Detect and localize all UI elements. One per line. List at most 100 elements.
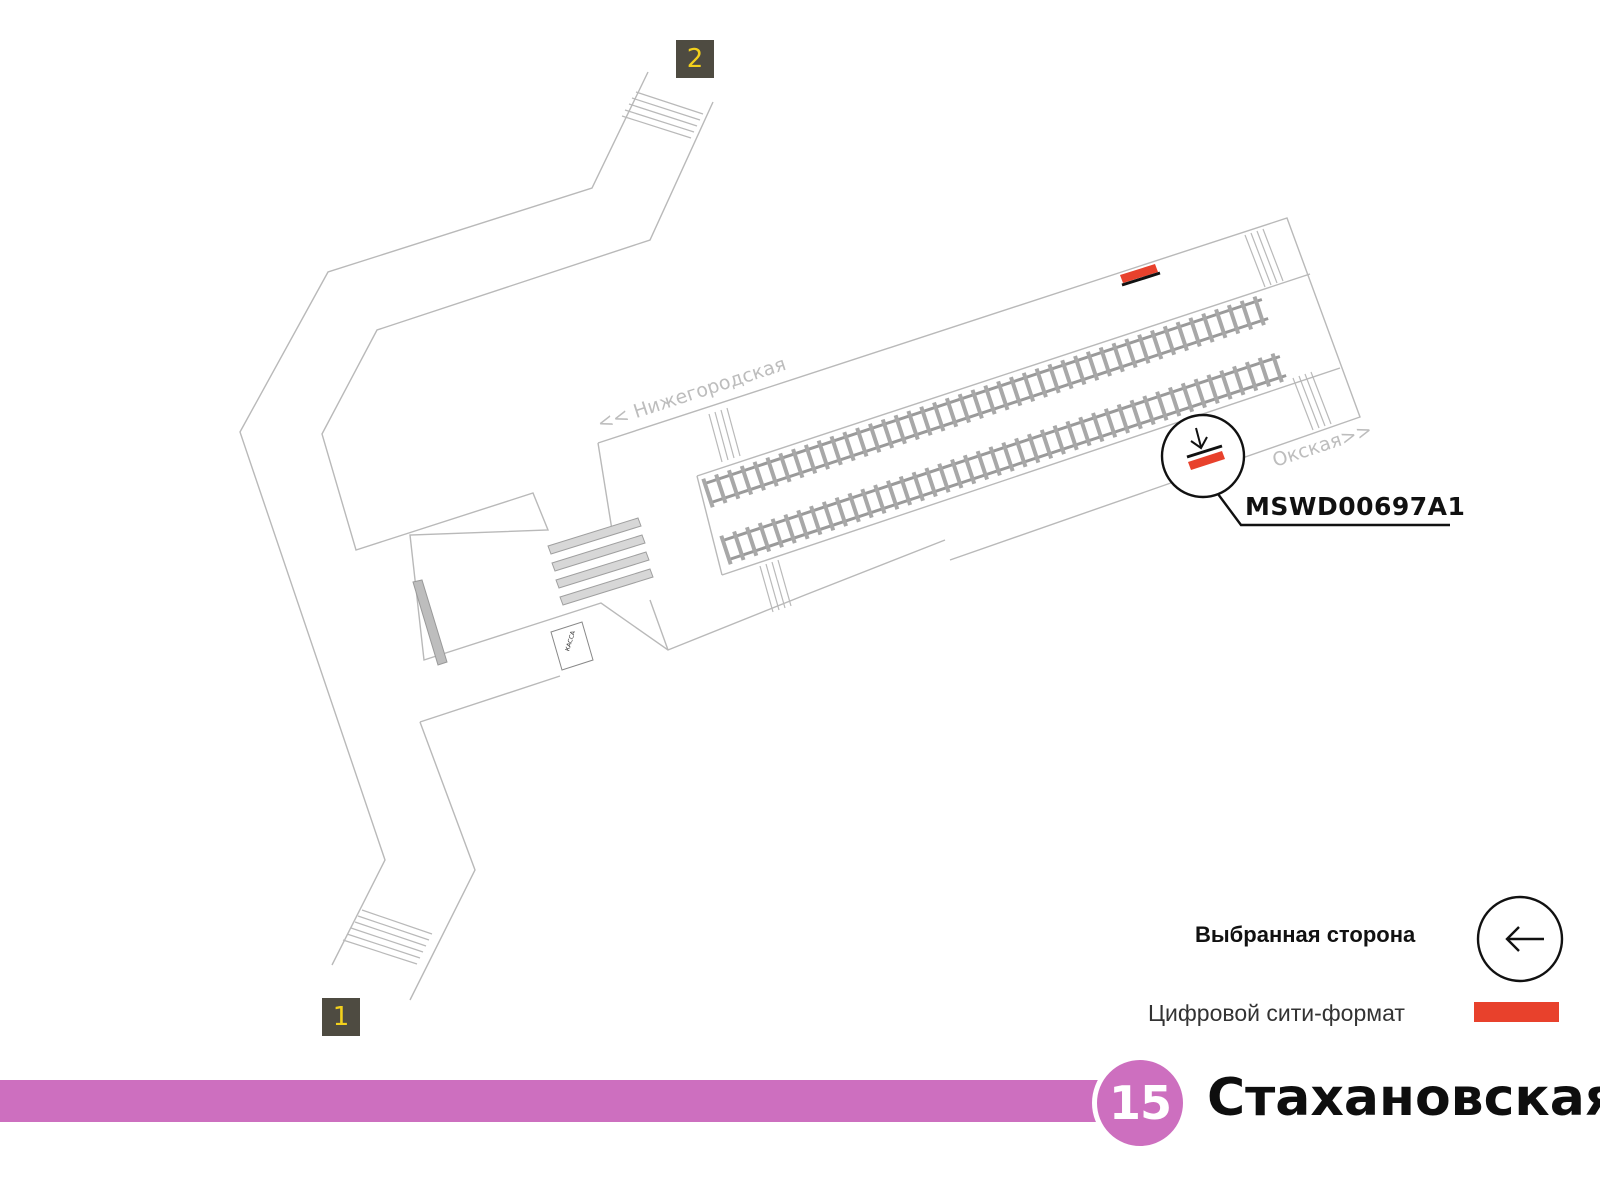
station-outline — [239, 71, 1361, 1001]
track-tie — [1116, 403, 1130, 434]
track-tie — [1239, 300, 1253, 331]
rail-1-1 — [704, 298, 1263, 485]
track-tie — [1124, 338, 1138, 369]
direction-nizhegorodskaya: << Нижегородская — [595, 353, 789, 435]
track-tie — [1162, 325, 1177, 356]
digital-city-format-marker — [1120, 264, 1161, 287]
track-tie — [1078, 416, 1092, 447]
track-tie — [1175, 321, 1189, 352]
track-tie — [898, 475, 913, 506]
track-tie — [988, 446, 1002, 476]
track-tie — [714, 473, 728, 504]
placement-code: MSWD00697A1 — [1245, 492, 1466, 521]
track-tie — [829, 435, 843, 466]
track-tie — [893, 414, 907, 445]
track-tie — [1014, 437, 1028, 468]
track-tie — [924, 467, 938, 498]
track-tie — [1098, 346, 1112, 377]
track-tie — [765, 456, 779, 487]
track-tie — [1060, 359, 1074, 390]
legend-digital-city-format-label: Цифровой сити-формат — [1148, 1000, 1405, 1026]
track-tie — [732, 530, 746, 561]
legend-digital-city-format-swatch — [1474, 1002, 1559, 1022]
line-number: 15 — [1108, 1076, 1172, 1130]
turnstile-block — [412, 579, 448, 666]
rail-1-2 — [710, 317, 1269, 504]
track-tie — [803, 444, 818, 474]
track-tie — [1034, 368, 1048, 398]
exit-1-badge: 1 — [322, 998, 360, 1036]
ticket-office — [550, 621, 594, 671]
station-name: Стахановская — [1207, 1068, 1600, 1128]
track-tie — [855, 427, 869, 458]
track-tie — [1201, 312, 1215, 343]
exit-2-badge: 2 — [676, 40, 714, 78]
track-tie — [932, 401, 946, 432]
track-tie — [719, 535, 733, 565]
track-tie — [1257, 357, 1271, 388]
track-tie — [757, 522, 772, 553]
track-tie — [1168, 386, 1182, 417]
track-tie — [950, 458, 964, 489]
stairs — [342, 91, 1332, 965]
track-tie — [868, 423, 882, 453]
legend-selected-side-label: Выбранная сторона — [1195, 922, 1416, 947]
track-tie — [919, 406, 933, 436]
track-tie — [1021, 372, 1036, 403]
line-color-bar — [0, 1080, 1100, 1122]
track-tie — [975, 450, 989, 481]
track-tie — [1103, 408, 1118, 438]
track-tie — [1188, 317, 1202, 347]
railway-tracks — [701, 296, 1287, 565]
track-tie — [1111, 342, 1125, 373]
track-tie — [847, 492, 861, 523]
track-tie — [1193, 378, 1207, 409]
track-tie — [1244, 361, 1259, 392]
track-tie — [1150, 329, 1164, 360]
track-tie — [880, 418, 895, 449]
track-tie — [1137, 334, 1151, 364]
track-tie — [1009, 376, 1023, 407]
track-tie — [1065, 420, 1079, 451]
legend-selected-side-icon — [1476, 895, 1564, 983]
track-tie — [957, 393, 971, 424]
track-tie — [752, 461, 766, 491]
track-tie — [816, 440, 830, 470]
track-tie — [1232, 365, 1246, 396]
rail-2-1 — [722, 355, 1281, 542]
selected-placement-marker — [1160, 413, 1450, 527]
track-tie — [1047, 363, 1061, 394]
track-tie — [996, 380, 1010, 411]
rail-2-2 — [728, 374, 1287, 561]
exit-2-label: 2 — [686, 44, 704, 74]
track-tie — [1180, 382, 1195, 413]
track-tie — [873, 484, 887, 515]
track-tie — [834, 497, 848, 527]
track-tie — [745, 526, 759, 557]
track-tie — [1027, 433, 1041, 464]
track-tie — [701, 478, 715, 508]
track-tie — [809, 505, 823, 536]
track-tie — [944, 397, 959, 428]
track-tie — [1039, 429, 1054, 460]
track-tie — [886, 480, 900, 510]
track-tie — [860, 488, 874, 519]
track-tie — [796, 509, 810, 540]
track-tie — [1226, 304, 1241, 335]
track-tie — [1052, 425, 1066, 455]
track-tie — [1214, 308, 1228, 339]
track-tie — [906, 410, 920, 441]
track-tie — [983, 384, 997, 415]
track-tie — [821, 501, 836, 531]
track-tie — [1073, 355, 1087, 386]
track-tie — [1270, 353, 1284, 383]
track-tie — [1155, 391, 1169, 421]
track-tie — [937, 463, 951, 493]
track-tie — [1001, 441, 1015, 472]
track-tie — [791, 448, 805, 479]
track-tie — [778, 452, 792, 483]
track-tie — [962, 454, 977, 485]
track-tie — [1252, 296, 1266, 326]
direction-okskaya: Окская>> — [1270, 419, 1375, 472]
